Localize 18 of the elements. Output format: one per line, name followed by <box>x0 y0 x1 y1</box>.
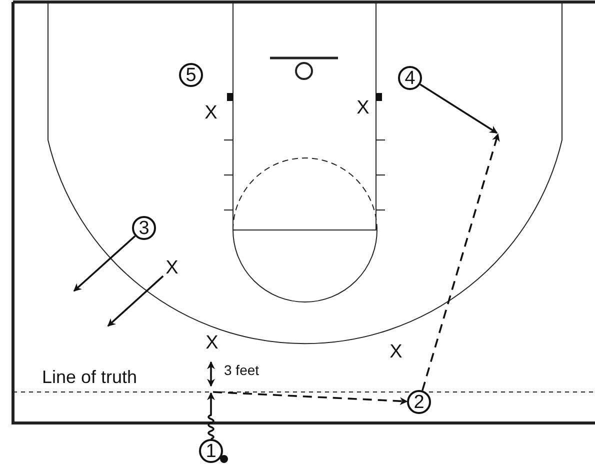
defender-mark: X <box>356 98 370 118</box>
defender-mark: X <box>390 342 402 362</box>
player-circle: 3 <box>132 216 156 240</box>
pass-arrow <box>422 133 500 391</box>
line-label: Line of truth <box>42 368 138 386</box>
defender-mark: X <box>206 334 218 352</box>
cut-arrow <box>420 84 498 134</box>
cut-arrow <box>73 235 136 292</box>
dribble-arrow <box>207 392 215 440</box>
player-circle: 1 <box>199 439 223 463</box>
player-circle: 4 <box>398 66 422 90</box>
dimension-label: 3 feet <box>224 363 260 377</box>
defender-mark: X <box>204 104 218 122</box>
player-circle: 5 <box>179 63 203 87</box>
cut-arrow <box>107 275 164 327</box>
pass-arrow <box>212 391 408 406</box>
defender-mark: X <box>166 258 178 278</box>
player-circle: 2 <box>407 390 431 414</box>
